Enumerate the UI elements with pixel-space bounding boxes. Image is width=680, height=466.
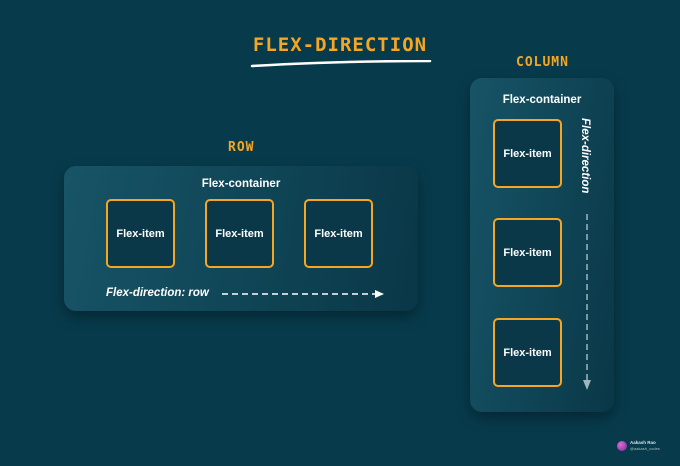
column-flex-item-1: Flex-item: [493, 119, 562, 188]
row-flex-item-3: Flex-item: [304, 199, 373, 268]
row-direction-arrow-icon: [222, 290, 384, 298]
row-section-label: ROW: [228, 140, 255, 155]
column-section-label: COLUMN: [516, 55, 569, 70]
column-direction-arrow-icon: [583, 214, 591, 390]
column-flex-item-3: Flex-item: [493, 318, 562, 387]
row-direction-label: Flex-direction: row: [106, 287, 209, 299]
column-direction-label: Flex-direction: [579, 118, 591, 194]
column-container-label: Flex-container: [502, 94, 582, 106]
row-flex-container: Flex-container Flex-item Flex-item Flex-…: [64, 166, 418, 311]
row-flex-item-1: Flex-item: [106, 199, 175, 268]
column-flex-item-2: Flex-item: [493, 218, 562, 287]
column-flex-container: Flex-container Flex-item Flex-item Flex-…: [470, 78, 614, 412]
title-underline: [250, 60, 432, 68]
author-handle: @aakash_codes: [630, 446, 660, 451]
author-name: Aakash Rao: [630, 440, 656, 445]
row-flex-item-2: Flex-item: [205, 199, 274, 268]
page-title: FLEX-DIRECTION: [252, 34, 428, 56]
row-container-label: Flex-container: [201, 178, 281, 190]
author-avatar: [617, 441, 627, 451]
